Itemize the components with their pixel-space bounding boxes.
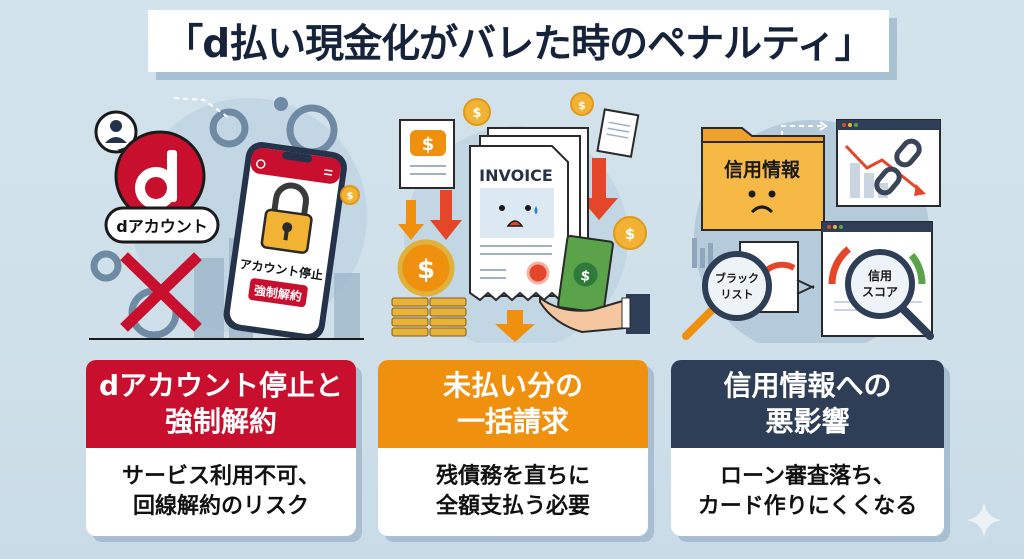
svg-text:$: $ — [625, 225, 635, 243]
card-header: dアカウント停止と 強制解約 — [86, 360, 356, 448]
illustration-account-suspension: dアカウント アカウント停止 強制解約 — [84, 88, 370, 343]
dollar-coin-icon: $ — [397, 239, 455, 297]
magnifier-label-score-2: スコア — [862, 285, 898, 299]
sad-face-icon — [748, 190, 776, 214]
card-body: 残債務を直ちに 全額支払う必要 — [378, 448, 648, 536]
card-body-line: ローン審査落ち、 — [720, 464, 895, 489]
coin-icon: $ $ $ — [463, 92, 647, 250]
invoice-label: INVOICE — [479, 166, 553, 185]
svg-text:$: $ — [579, 268, 591, 285]
magnifier-icon: ブラック リスト — [682, 251, 772, 340]
magnifier-label-blacklist-2: リスト — [721, 288, 754, 301]
hand-icon — [539, 294, 650, 334]
svg-text:$: $ — [472, 106, 481, 121]
penalty-card-credit-impact: 信用情報への 悪影響 ローン審査落ち、 カード作りにくくなる — [671, 360, 950, 542]
magnifier-label-score-1: 信用 — [868, 268, 892, 283]
card-body-line: 全額支払う必要 — [435, 494, 590, 519]
card-header-line: 信用情報への — [723, 369, 892, 402]
folder-label: 信用情報 — [724, 158, 801, 181]
card-body-line: 残債務を直ちに — [435, 464, 590, 489]
card-header-line: 未払い分の — [442, 369, 583, 402]
card-body: サービス利用不可、 回線解約のリスク — [86, 448, 356, 536]
page-title: 「d払い現金化がバレた時のペナルティ」 — [148, 10, 889, 72]
cross-mark-icon — [120, 252, 202, 332]
illustration-credit-impact: 信用情報 — [672, 88, 958, 343]
invoice-document-icon: $ — [399, 119, 455, 189]
padlock-icon — [260, 182, 313, 254]
account-badge-label: dアカウント — [116, 217, 207, 236]
card-header: 未払い分の 一括請求 — [378, 360, 648, 448]
user-bubble-icon — [94, 110, 138, 159]
title-banner: 「d払い現金化がバレた時のペナルティ」 — [148, 10, 897, 80]
magnifier-label-blacklist-1: ブラック — [715, 271, 759, 285]
broken-chain-icon — [874, 138, 922, 196]
sad-face-icon — [499, 205, 538, 227]
card-header-line: dアカウント停止と — [98, 369, 344, 402]
coin-icon: $ — [340, 185, 360, 205]
coin-stack-icon — [391, 297, 467, 337]
banknote-icon: $ — [557, 234, 614, 314]
penalty-card-account-suspension: dアカウント停止と 強制解約 サービス利用不可、 回線解約のリスク — [86, 360, 362, 542]
card-header: 信用情報への 悪影響 — [671, 360, 944, 448]
svg-text:$: $ — [578, 99, 586, 112]
card-header-line: 悪影響 — [765, 405, 850, 438]
card-header-line: 強制解約 — [164, 405, 277, 438]
folder-icon: 信用情報 — [701, 127, 825, 231]
illustration-lump-sum-invoice: $ $ $ $ INVOICE — [382, 88, 650, 343]
sparkle-icon — [966, 502, 1002, 538]
card-body: ローン審査落ち、 カード作りにくくなる — [671, 448, 944, 536]
phone-button-label: 強制解約 — [253, 282, 303, 304]
card-header-line: 一括請求 — [456, 405, 569, 438]
svg-text:$: $ — [422, 134, 435, 155]
card-body-line: 回線解約のリスク — [132, 494, 309, 519]
card-body-line: サービス利用不可、 — [121, 464, 320, 489]
down-arrow-icon — [398, 158, 618, 342]
penalty-card-lump-sum-billing: 未払い分の 一括請求 残債務を直ちに 全額支払う必要 — [378, 360, 654, 542]
card-body-line: カード作りにくくなる — [697, 494, 918, 519]
svg-text:$: $ — [417, 255, 435, 285]
magnifier-icon: 信用 スコア — [845, 249, 934, 340]
smartphone-icon: アカウント停止 強制解約 — [223, 142, 347, 341]
svg-text:$: $ — [347, 191, 354, 202]
d-logo-icon — [114, 130, 206, 222]
